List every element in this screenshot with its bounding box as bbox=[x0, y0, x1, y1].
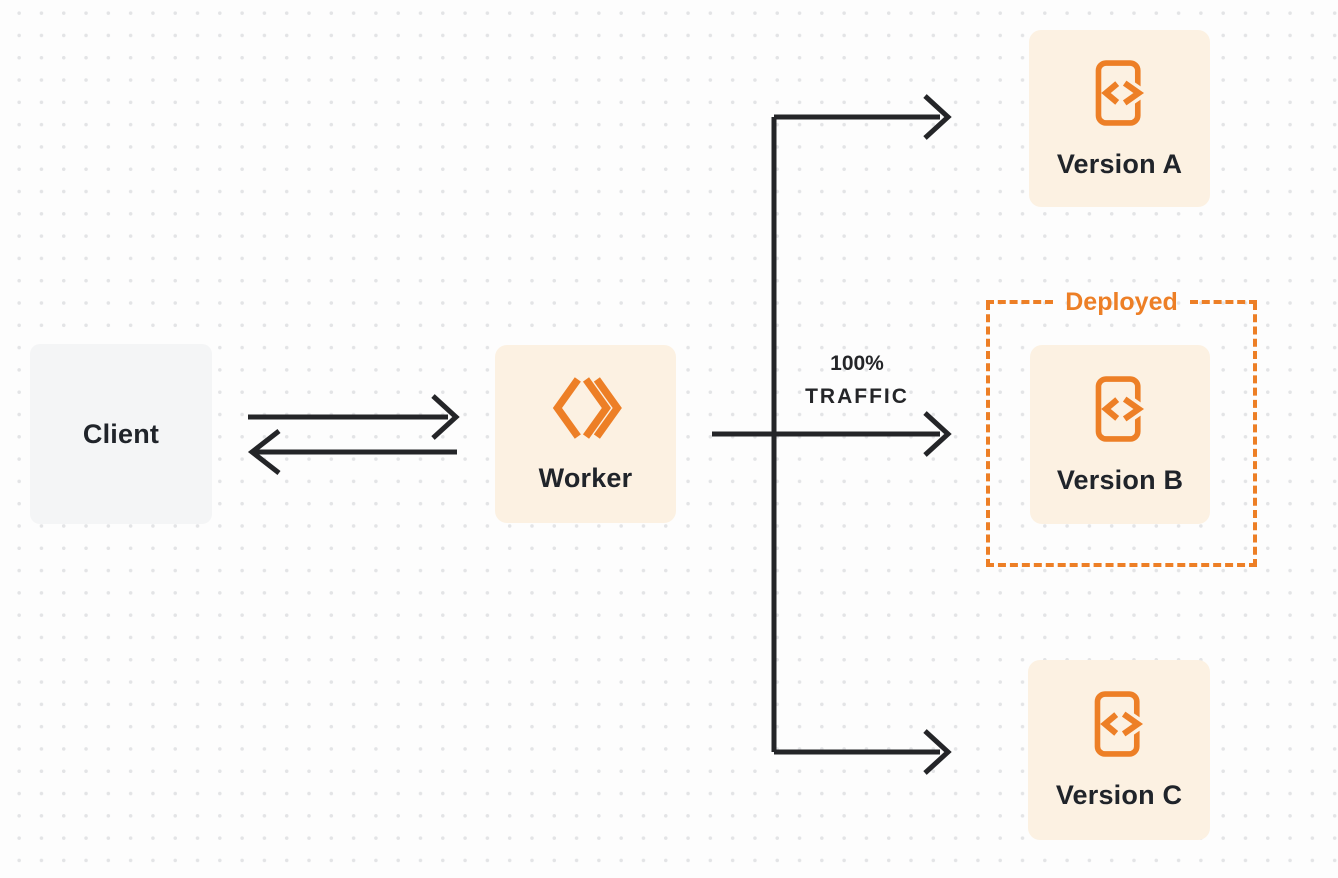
code-file-icon bbox=[1091, 58, 1150, 149]
traffic-annotation: 100% TRAFFIC bbox=[777, 347, 937, 413]
client-label: Client bbox=[82, 418, 160, 449]
node-worker: Worker bbox=[495, 345, 676, 523]
version-b-label: Version B bbox=[1056, 464, 1184, 495]
code-file-icon bbox=[1091, 374, 1151, 465]
workers-logo-icon bbox=[549, 374, 623, 463]
deployed-outline-top-edge: Deployed bbox=[986, 287, 1257, 317]
node-version-b: Version B bbox=[1030, 345, 1210, 524]
node-version-a: Version A bbox=[1029, 30, 1210, 207]
arrow-worker-to-client bbox=[247, 429, 457, 475]
worker-label: Worker bbox=[538, 463, 633, 493]
node-version-c: Version C bbox=[1028, 660, 1210, 840]
deployed-label: Deployed bbox=[1065, 287, 1178, 316]
traffic-word-text: TRAFFIC bbox=[805, 385, 909, 408]
arrow-client-to-worker bbox=[248, 394, 460, 440]
dashed-segment bbox=[1189, 300, 1257, 304]
node-client: Client bbox=[30, 344, 212, 524]
code-file-icon bbox=[1090, 689, 1150, 780]
traffic-percent-text: 100% bbox=[830, 352, 884, 375]
arrow-worker-to-version-b bbox=[712, 411, 952, 457]
deployed-group-outline: Deployed bbox=[986, 288, 1257, 567]
dashed-segment bbox=[986, 300, 1054, 304]
arrow-worker-to-version-c bbox=[774, 729, 952, 775]
version-c-label: Version C bbox=[1055, 780, 1183, 810]
arrow-worker-to-version-a bbox=[774, 94, 952, 140]
version-a-label: Version A bbox=[1056, 148, 1183, 179]
